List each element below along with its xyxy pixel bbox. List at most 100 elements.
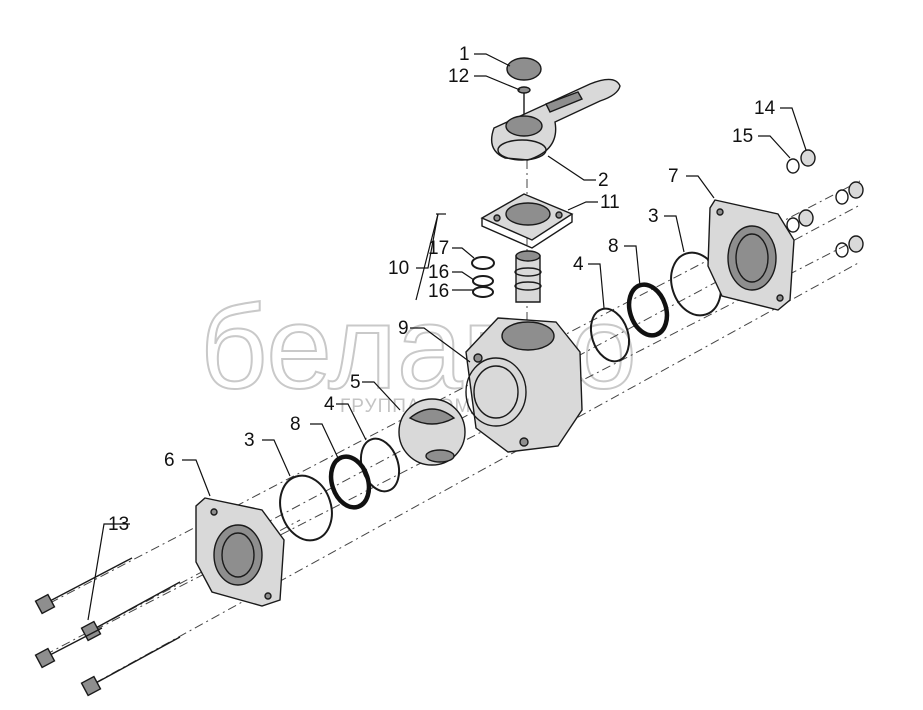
washer — [786, 158, 800, 174]
callout-4: 4 — [573, 254, 584, 275]
bracket-edge — [481, 214, 573, 249]
callout-17: 17 — [428, 238, 449, 259]
leader-4-right — [588, 263, 605, 309]
handle-skirt — [497, 139, 547, 161]
callout-13: 13 — [108, 514, 129, 535]
handle-slot — [545, 91, 584, 113]
bolt-head — [34, 593, 56, 615]
leader-4-left — [336, 403, 367, 441]
leader-2 — [547, 155, 596, 181]
leader-1 — [474, 53, 511, 67]
o-ring-16 — [472, 286, 494, 298]
callout-8: 8 — [608, 236, 619, 257]
callout-16: 16 — [428, 262, 449, 283]
nut — [848, 181, 864, 199]
callout-16: 16 — [428, 281, 449, 302]
valve-body-bore — [465, 357, 527, 427]
callout-7: 7 — [668, 166, 679, 187]
leader-11 — [567, 201, 598, 211]
washer — [835, 189, 849, 205]
washer — [835, 242, 849, 258]
leader-13 — [87, 523, 130, 621]
callout-6: 6 — [164, 450, 175, 471]
flange-right-hole — [776, 294, 784, 302]
bolt-head — [34, 647, 56, 669]
leader-9 — [410, 327, 471, 363]
cap-part — [506, 57, 542, 81]
nut — [848, 235, 864, 253]
seal-8-left — [328, 454, 372, 510]
valve-body-part — [465, 317, 583, 453]
callout-9: 9 — [398, 318, 409, 339]
bracket-hole — [555, 211, 563, 219]
callout-10: 10 — [388, 258, 409, 279]
leader-5 — [362, 381, 401, 411]
washer — [786, 217, 800, 233]
leader-17 — [452, 247, 475, 259]
leader-12 — [474, 75, 521, 91]
bracket-bore — [505, 202, 551, 226]
bolt — [93, 636, 181, 685]
handle-hub — [505, 115, 543, 137]
valve-body-hole — [519, 437, 529, 447]
axis-line — [94, 237, 861, 631]
leader-10 — [416, 213, 439, 269]
callout-8: 8 — [290, 414, 301, 435]
bracket-part — [480, 193, 574, 249]
nut — [798, 209, 814, 227]
seals-left — [279, 437, 401, 542]
leader-15 — [758, 135, 791, 159]
stem-groove — [514, 281, 542, 291]
callout-5: 5 — [350, 372, 361, 393]
nuts-washers-part — [786, 149, 864, 258]
leader-6 — [182, 459, 211, 497]
flange-right-bore-inner — [735, 233, 769, 283]
o-ring-17 — [471, 256, 495, 270]
nut — [800, 149, 816, 167]
callout-labels: 1 12 2 11 10 17 16 16 9 5 4 8 3 6 13 4 8… — [108, 44, 776, 535]
bolt — [47, 627, 103, 657]
bolt — [47, 557, 133, 603]
bolt-head — [80, 675, 102, 697]
bracket-hole — [493, 214, 501, 222]
flange-right-bore — [727, 225, 777, 291]
flange-left-bore — [213, 524, 263, 586]
leader-3-right — [664, 215, 685, 253]
seal-4-right — [589, 307, 631, 363]
callout-3: 3 — [244, 430, 255, 451]
callout-2: 2 — [598, 170, 609, 191]
screw-part — [517, 86, 531, 115]
flange-right-part — [707, 199, 795, 311]
stem-top — [515, 250, 541, 262]
ball-highlight — [408, 408, 456, 425]
callout-12: 12 — [448, 66, 469, 87]
valve-body-hole — [473, 353, 483, 363]
bolts-part — [34, 557, 181, 697]
leader-3-left — [262, 439, 291, 477]
leader-14 — [780, 107, 807, 151]
flange-left-bore-inner — [221, 532, 255, 578]
stem-body — [515, 255, 541, 303]
seal-3-left — [279, 474, 333, 542]
handle-part — [490, 78, 621, 161]
cap-shape — [506, 57, 542, 81]
stem-groove — [514, 267, 542, 277]
callout-4: 4 — [324, 394, 335, 415]
valve-body-bore-inner — [473, 365, 519, 419]
flange-left-part — [195, 497, 285, 607]
leader-7 — [686, 175, 715, 199]
callout-15: 15 — [732, 126, 753, 147]
leader-lines — [87, 53, 807, 621]
ball-port — [425, 449, 455, 463]
ball-part — [398, 398, 466, 466]
flange-right-hole — [716, 208, 724, 216]
flange-left-hole — [210, 508, 218, 516]
leader-8-right — [624, 245, 641, 287]
callout-1: 1 — [459, 44, 470, 65]
callout-3: 3 — [648, 206, 659, 227]
leader-16 — [452, 271, 475, 281]
stem-part — [471, 250, 542, 303]
screw-head — [517, 86, 531, 94]
